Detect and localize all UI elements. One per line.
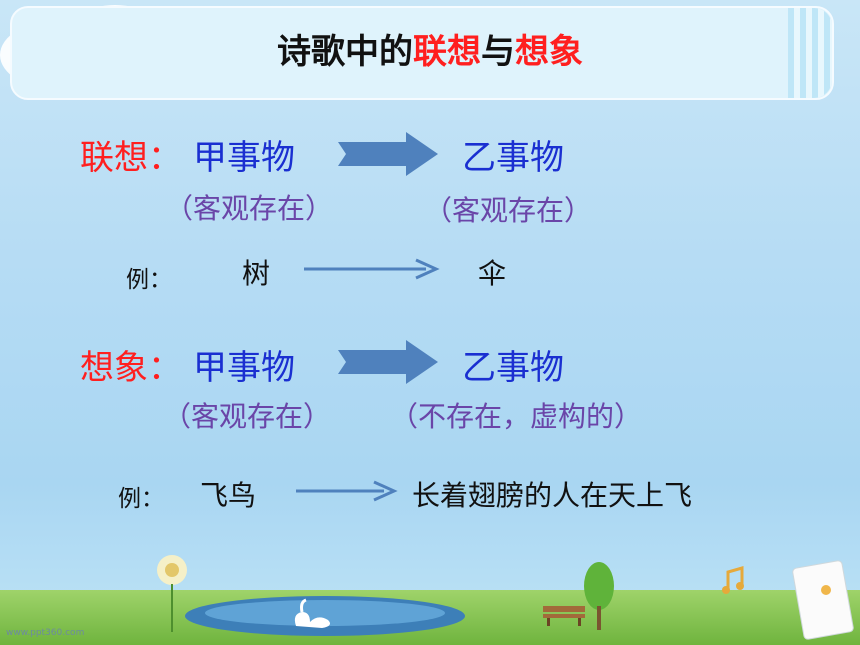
association-example-to: 伞: [478, 257, 507, 290]
music-note-icon: [722, 566, 744, 594]
imagination-example-from: 飞鸟: [200, 479, 257, 512]
imagination-label: 想象：: [80, 348, 182, 388]
thin-arrow-icon: [304, 258, 440, 280]
association-subject-b: 乙事物: [462, 138, 564, 178]
imagination-example-to: 长着翅膀的人在天上飞: [412, 479, 693, 512]
page-title: 诗歌中的联想与想象: [0, 24, 860, 73]
title-stripe: [788, 8, 832, 98]
association-note-a: （客观存在）: [165, 192, 334, 225]
sunflower-icon: [157, 555, 187, 632]
imagination-example-label: 例：: [118, 486, 164, 512]
imagination-subject-a: 甲事物: [193, 348, 295, 388]
association-example-label: 例：: [126, 267, 172, 293]
title-highlight: 联想: [413, 32, 481, 72]
thin-arrow-icon: [296, 480, 398, 502]
bench-icon: [543, 606, 585, 626]
title-part: 与: [481, 32, 515, 72]
imagination-note-b: （不存在，虚构的）: [390, 400, 643, 433]
association-example-from: 树: [242, 257, 271, 290]
watermark-text: www.ppt360.com: [6, 628, 85, 638]
title-part: 诗歌中的: [277, 32, 413, 72]
tree-icon: [584, 562, 614, 630]
association-label: 联想：: [80, 138, 182, 178]
imagination-note-a: （客观存在）: [163, 400, 332, 433]
association-subject-a: 甲事物: [193, 138, 295, 178]
association-note-b: （客观存在）: [424, 194, 593, 227]
fat-arrow-icon: [338, 340, 438, 384]
swan-icon: [294, 598, 330, 628]
pond-icon: [185, 596, 465, 636]
title-banner: [10, 6, 834, 100]
fat-arrow-icon: [338, 132, 438, 176]
title-highlight: 想象: [515, 32, 583, 72]
notebook-icon: [792, 560, 854, 640]
imagination-subject-b: 乙事物: [462, 348, 564, 388]
